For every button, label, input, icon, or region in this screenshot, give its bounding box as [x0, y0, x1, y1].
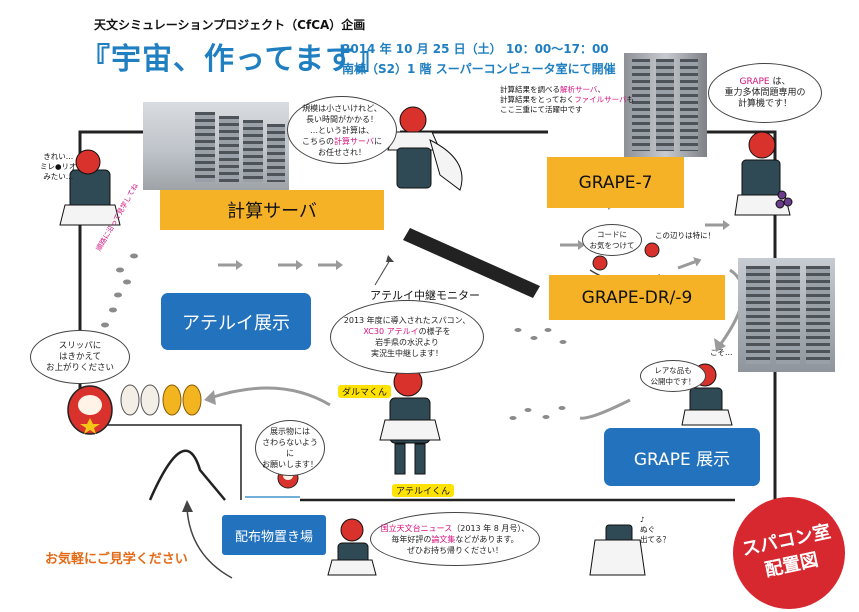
atelier-character-center [379, 367, 441, 475]
area-grapedr: GRAPE-DR/-9 [549, 275, 725, 320]
monitor-pointer [374, 259, 391, 286]
atelier-character-dekiteru [589, 524, 646, 576]
daruma-kun-label: ダルマくん [338, 385, 392, 398]
speech-bubble-atelier: 2013 年度に導入されたスパコン、 XC30 アテルイの様子を 岩手県の水沢よ… [330, 300, 484, 374]
speech-bubble-news: 国立天文台ニュース（2013 年 8 月号）、 毎年好評の論文集などがあります。… [370, 512, 540, 566]
speech-bubble-slipper: スリッパに はきかえて お上がりください [30, 330, 130, 384]
wall-entrance [80, 424, 242, 500]
atelier-character-news [327, 518, 377, 576]
slippers-yellow [162, 384, 202, 416]
welcome-text: お気軽にご見学ください [45, 552, 188, 567]
speech-bubble-no-touch: 展示物には さわらないように お願いします！ [255, 420, 325, 476]
daruma-character-slipper [67, 385, 113, 435]
entrance-arrow [186, 507, 233, 579]
note-pretty: きれい… ミレ●リオ みたい… [40, 152, 77, 181]
slippers-white [120, 384, 160, 416]
event-date: 2014 年 10 月 25 日（土） 10：00～17：00 [342, 42, 609, 56]
grape7-photo [624, 53, 707, 157]
monitor-label: アテルイ中継モニター [370, 289, 480, 302]
note-especially-here: この辺りは特に！ [655, 231, 715, 240]
speech-bubble-grape: GRAPE は、 重力多体問題専用の 計算機です！ [708, 63, 822, 123]
event-place: 南棟（S2）1 階 スーパーコンピュータ室にて開催 [342, 62, 616, 76]
area-server: 計算サーバ [160, 190, 384, 230]
footprints [101, 253, 567, 420]
grapedr-photo [738, 258, 835, 372]
route-curve-bottom [209, 386, 331, 407]
route-arrows [218, 200, 730, 270]
speech-bubble-rare: レアな品も 公開中です！ [640, 360, 706, 392]
area-atelier-exhibit: アテルイ展示 [161, 293, 311, 350]
atelier-character-grape [734, 131, 793, 216]
entrance-step [148, 449, 226, 501]
atelier-character-left [59, 149, 121, 226]
wall-right [707, 130, 777, 520]
route-curve-grape [579, 398, 631, 420]
server-room-photo [143, 102, 289, 190]
note-dekiteru: ♪ ぬぐ 出てる？ [640, 515, 670, 544]
note-soso: こそ… [710, 348, 733, 357]
area-distribution: 配布物置き場 [222, 515, 326, 555]
project-line: 天文シミュレーションプロジェクト（CfCA）企画 [94, 18, 366, 32]
atelier-monitor [403, 228, 540, 298]
page-title: 『宇宙、作ってます』 [80, 42, 387, 77]
note-file-server: 計算結果を調べる解析サーバ、 計算結果をとっておくファイルサーバも ここ三重にて… [500, 85, 635, 114]
atelier-kun-label: アテルイくん [392, 484, 455, 497]
wall-left [78, 130, 143, 425]
area-grape7: GRAPE-7 [547, 157, 684, 208]
speech-bubble-server: 規模は小さいけれど、 長い時間がかかる！ …という計算は、 こちらの計算サーバに… [287, 96, 397, 164]
speech-bubble-cord: コードに お気をつけて [582, 224, 642, 256]
atelier-character-server [387, 106, 463, 191]
area-grape-exhibit: GRAPE 展示 [604, 428, 760, 486]
